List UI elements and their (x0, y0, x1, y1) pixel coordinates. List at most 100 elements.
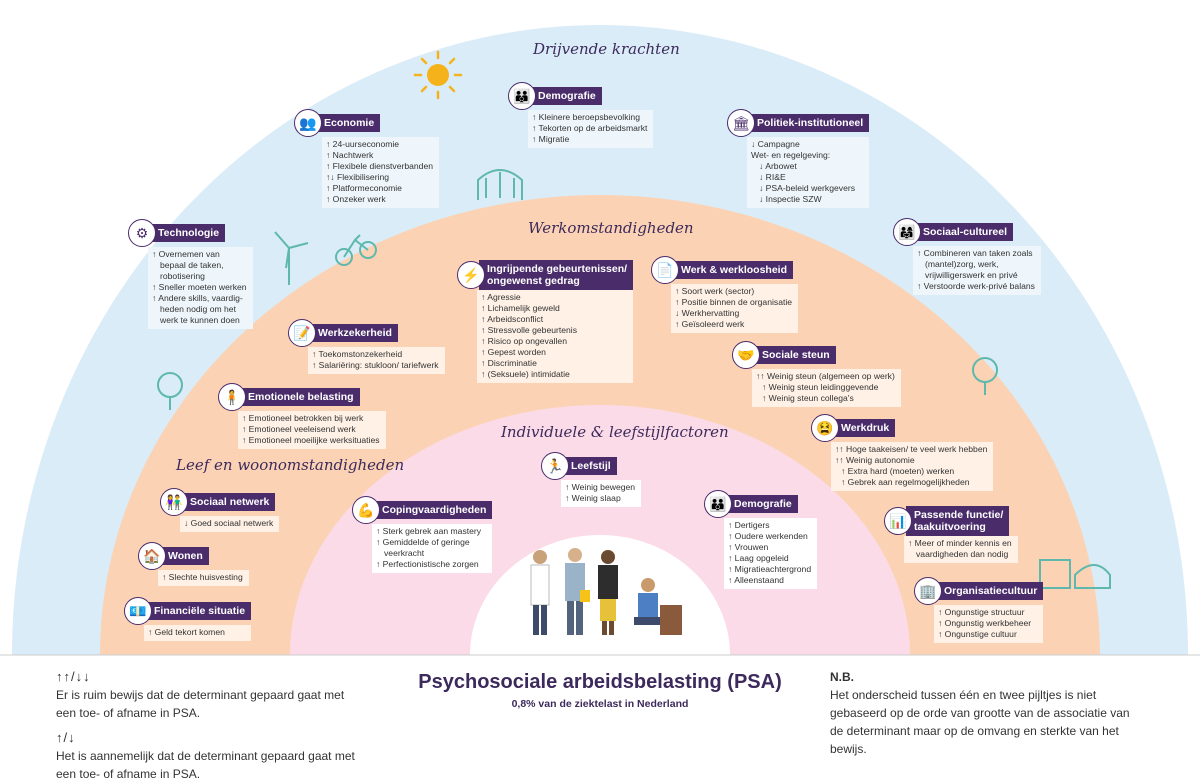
card-item: ↑ Combineren van taken zoals (917, 248, 1033, 258)
tree-icon (157, 357, 998, 410)
card-title: Sociale steun (754, 345, 836, 365)
arc-title-living: Leef en woonomstandigheden (176, 456, 405, 474)
note-line: Het onderscheid tussen één en twee pijlt… (830, 688, 1097, 702)
two-people-icon: 👫 (160, 488, 188, 516)
note-line: de determinant maar op de omvang en ster… (830, 724, 1119, 738)
bridge-icon (477, 169, 523, 200)
card-item: ↓ Goed sociaal netwerk (184, 518, 274, 528)
card-items: ↑ Overnemen van bepaal de taken, robotis… (148, 247, 253, 329)
card-items: ↑ Dertigers ↑ Oudere werkenden ↑ Vrouwen… (724, 518, 818, 589)
card-item: ↑ Onzeker werk (326, 194, 386, 204)
card-werkdruk: 😫Werkdruk ↑↑ Hoge taakeisen/ te veel wer… (811, 414, 994, 491)
note-line: bewijs. (830, 742, 867, 756)
building-icon: 🏛 (727, 109, 755, 137)
people-icon: 👥 (294, 109, 322, 137)
workers-illustration (530, 548, 682, 635)
card-item: ↑↑ Hoge taakeisen/ te veel werk hebben (835, 444, 988, 454)
note-line: gebaseerd op de orde van grootte van de … (830, 706, 1130, 720)
card-title: Demografie (726, 494, 798, 514)
card-title: Copingvaardigheden (374, 500, 493, 520)
card-leefstijl: 🏃Leefstijl ↑ Weinig bewegen ↑ Weinig sla… (541, 452, 642, 507)
card-item: ↑ Sterk gebrek aan mastery (376, 526, 482, 536)
card-item: (mantel)zorg, werk, (925, 259, 999, 269)
card-item: ↑ Weinig steun leidinggevende (762, 382, 879, 392)
card-item: ↑ Arbeidsconflict (481, 314, 544, 325)
card-item: robotisering (160, 271, 205, 281)
card-item: ↑ Gemiddelde of geringe (376, 537, 470, 547)
card-items: ↑ Ongunstige structuur ↑ Ongunstig werkb… (934, 605, 1044, 643)
card-item: ↑ Positie binnen de organisatie (675, 297, 793, 307)
card-politiek: 🏛Politiek-institutioneel ↓ Campagne Wet-… (727, 109, 870, 208)
card-item: ↑ Geld tekort komen (148, 627, 225, 637)
card-item: ↑ Gebrek aan regelmogelijkheden (841, 477, 970, 487)
card-item: ↓ PSA-beleid werkgevers (759, 183, 856, 193)
card-werkzekerheid: 📝Werkzekerheid ↑ Toekomstonzekerheid ↑ S… (288, 319, 445, 374)
card-item: vrijwilligerswerk en privé (925, 270, 1018, 280)
card-technologie: ⚙Technologie ↑ Overnemen van bepaal de t… (128, 219, 253, 329)
card-item: ↑ Tekorten op de arbeidsmarkt (532, 123, 648, 133)
card-ingrijpende-gebeurtenissen: ⚡Ingrijpende gebeurtenissen/ongewenst ge… (457, 260, 634, 384)
inner-arc (290, 405, 910, 655)
card-items: ↑ Slechte huisvesting (158, 570, 249, 586)
card-item: veerkracht (384, 548, 425, 558)
strong-person-icon: 💪 (352, 496, 380, 524)
note-right: N.B. Het onderscheid tussen één en twee … (830, 668, 1130, 758)
worker-doctor-icon (530, 550, 550, 635)
card-item: Wet- en regelgeving: (751, 150, 831, 160)
card-item: ↑ Platformeconomie (326, 183, 402, 193)
card-wonen: 🏠Wonen ↑ Slechte huisvesting (138, 542, 249, 586)
card-title: Economie (316, 113, 381, 133)
worker-sitting-icon (634, 578, 682, 635)
card-items: ↑ Agressie ↑ Lichamelijk geweld ↑ Arbeid… (477, 290, 634, 384)
card-item: ↑ Verstoorde werk-privé balans (917, 281, 1035, 291)
card-items: ↑ Meer of minder kennis en vaardigheden … (904, 536, 1018, 564)
card-items: ↑ Toekomstonzekerheid ↑ Salariëring: stu… (308, 347, 445, 374)
card-item: ↑ Discriminatie (481, 358, 537, 369)
card-item: ↑ Oudere werkenden (728, 531, 808, 541)
card-emotionele-belasting: 🧍Emotionele belasting ↑ Emotioneel betro… (218, 383, 386, 449)
card-item: ↑ Slechte huisvesting (162, 572, 243, 582)
card-title: Ingrijpende gebeurtenissen/ongewenst ged… (479, 260, 634, 291)
card-item: heden nodig om het (160, 304, 236, 314)
card-item: ↑ Agressie (481, 292, 521, 303)
handshake-icon: 🤝 (732, 341, 760, 369)
card-items: ↑ Weinig bewegen ↑ Weinig slaap (561, 480, 642, 507)
note-heading: N.B. (830, 670, 854, 684)
card-item: ↑ Sneller moeten werken (152, 282, 247, 292)
card-title: Wonen (160, 546, 209, 566)
stressed-person-icon: 😫 (811, 414, 839, 442)
legend-left: ↑↑/↓↓ Er is ruim bewijs dat de determina… (56, 668, 355, 783)
card-item: ↑ Toekomstonzekerheid (312, 349, 403, 359)
windmill-icon (274, 231, 309, 285)
card-item: ↑ Extra hard (moeten) werken (841, 466, 955, 476)
card-item: ↑ Stressvolle gebeurtenis (481, 325, 578, 336)
arc-title-inner: Individuele & leefstijlfactoren (501, 423, 729, 441)
contract-icon: 📝 (288, 319, 316, 347)
card-title: Technologie (150, 223, 226, 243)
card-item: ↑ Salariëring: stukloon/ tariefwerk (312, 360, 439, 370)
card-copingvaardigheden: 💪Copingvaardigheden ↑ Sterk gebrek aan m… (352, 496, 493, 573)
card-title: Politiek-institutioneel (749, 113, 870, 133)
card-title: Financiële situatie (146, 601, 252, 621)
card-item: ↑ Meer of minder kennis en (908, 538, 1012, 549)
card-item: ↑ Migratie (532, 134, 570, 144)
psa-subtitle: 0,8% van de ziektelast in Nederland (511, 698, 689, 710)
card-item: ↑ Flexibele dienstverbanden (326, 161, 434, 171)
legend-double-text-1: Er is ruim bewijs dat de determinant gep… (56, 688, 345, 702)
card-item: ↑ Kleinere beroepsbevolking (532, 112, 640, 122)
card-title: Sociaal netwerk (182, 492, 276, 512)
group-icon: 👪 (508, 82, 536, 110)
card-item: ↑ Overnemen van (152, 249, 220, 259)
psa-title: Psychosociale arbeidsbelasting (PSA) (418, 671, 782, 693)
arc-title-outer: Drijvende krachten (533, 40, 680, 58)
running-person-icon: 🏃 (541, 452, 569, 480)
card-economie: 👥Economie ↑ 24-uurseconomie ↑ Nachtwerk … (294, 109, 440, 208)
card-item: ↑ Ongunstige cultuur (938, 629, 1017, 639)
card-item: ↑ Andere skills, vaardig- (152, 293, 243, 303)
card-item: bepaal de taken, (160, 260, 224, 270)
card-title: Sociaal-cultureel (915, 222, 1014, 242)
card-item: ↑ Nachtwerk (326, 150, 374, 160)
card-title: Leefstijl (563, 456, 617, 476)
card-title: Organisatiecultuur (936, 581, 1044, 601)
card-sociaal-cultureel: 👨‍👩‍👧Sociaal-cultureel ↑ Combineren van … (893, 218, 1041, 295)
